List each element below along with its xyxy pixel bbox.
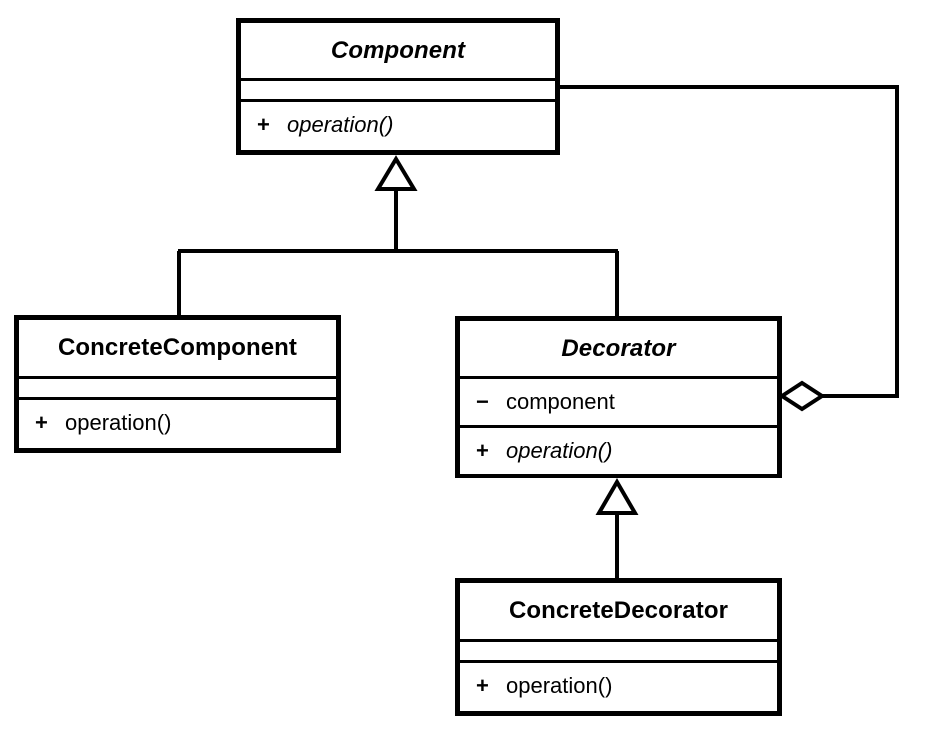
decorator-name-compartment: Decorator	[460, 321, 777, 376]
concrete-decorator-attributes-compartment	[460, 639, 777, 660]
concrete-decorator-name-compartment: ConcreteDecorator	[460, 583, 777, 639]
attribute-label: component	[506, 389, 615, 414]
visibility-marker: −	[476, 389, 489, 414]
concrete-component-operations-compartment: + operation()	[19, 397, 336, 446]
generalization-edge-to-decorator	[595, 478, 639, 579]
class-box-concrete-component[interactable]: ConcreteComponent + operation()	[14, 315, 341, 453]
class-box-decorator[interactable]: Decorator − component + operation()	[455, 316, 782, 478]
component-operation-row[interactable]: + operation()	[241, 112, 555, 138]
concrete-decorator-class-name: ConcreteDecorator	[508, 597, 729, 624]
concrete-component-operation-row[interactable]: + operation()	[19, 410, 336, 436]
concrete-component-attributes-compartment	[19, 376, 336, 397]
aggregation-edge-decorator-component	[558, 85, 899, 412]
concrete-decorator-operation-row[interactable]: + operation()	[460, 673, 777, 699]
hollow-triangle-icon	[374, 155, 418, 191]
operation-label: operation()	[65, 410, 172, 435]
operation-label: operation()	[506, 673, 613, 698]
component-class-name: Component	[330, 36, 466, 64]
hollow-triangle-icon	[595, 478, 639, 515]
concrete-component-class-name: ConcreteComponent	[57, 334, 298, 361]
component-name-compartment: Component	[241, 23, 555, 78]
class-box-concrete-decorator[interactable]: ConcreteDecorator + operation()	[455, 578, 782, 716]
decorator-operation-row[interactable]: + operation()	[460, 438, 777, 464]
visibility-marker: +	[476, 673, 489, 698]
decorator-attribute-row[interactable]: − component	[460, 389, 777, 415]
decorator-attributes-compartment: − component	[460, 376, 777, 425]
visibility-marker: +	[476, 438, 489, 463]
operation-label: operation()	[287, 112, 394, 137]
concrete-component-name-compartment: ConcreteComponent	[19, 320, 336, 376]
decorator-operations-compartment: + operation()	[460, 425, 777, 474]
hollow-diamond-icon	[778, 380, 826, 412]
concrete-decorator-operations-compartment: + operation()	[460, 660, 777, 709]
class-box-component[interactable]: Component + operation()	[236, 18, 560, 155]
operation-label: operation()	[506, 438, 613, 463]
visibility-marker: +	[257, 112, 270, 137]
component-attributes-compartment	[241, 78, 555, 99]
decorator-class-name: Decorator	[561, 334, 676, 362]
generalization-edge-to-component	[177, 155, 619, 318]
component-operations-compartment: + operation()	[241, 99, 555, 148]
visibility-marker: +	[35, 410, 48, 435]
